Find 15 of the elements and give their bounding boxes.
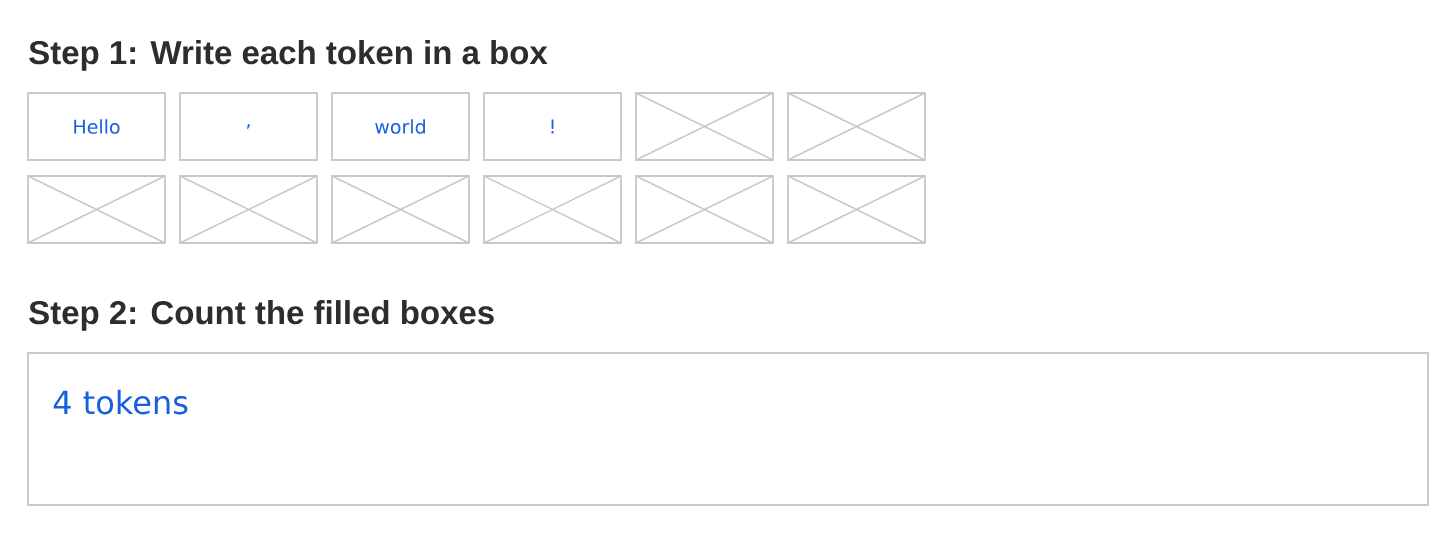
crossed-box: [331, 175, 470, 244]
token-box: world: [331, 92, 470, 161]
crossed-box: [27, 175, 166, 244]
crossed-box: [635, 92, 774, 161]
crossed-box: [635, 175, 774, 244]
token-box: ,: [179, 92, 318, 161]
answer-box: 4 tokens: [27, 352, 1429, 506]
token-box: Hello: [27, 92, 166, 161]
crossed-box: [179, 175, 318, 244]
crossed-box: [787, 175, 926, 244]
crossed-box: [483, 175, 622, 244]
token-box: !: [483, 92, 622, 161]
crossed-box: [787, 92, 926, 161]
heading: Step 1: Write each token in a box: [29, 40, 548, 71]
heading: Step 2: Count the filled boxes: [29, 300, 494, 331]
